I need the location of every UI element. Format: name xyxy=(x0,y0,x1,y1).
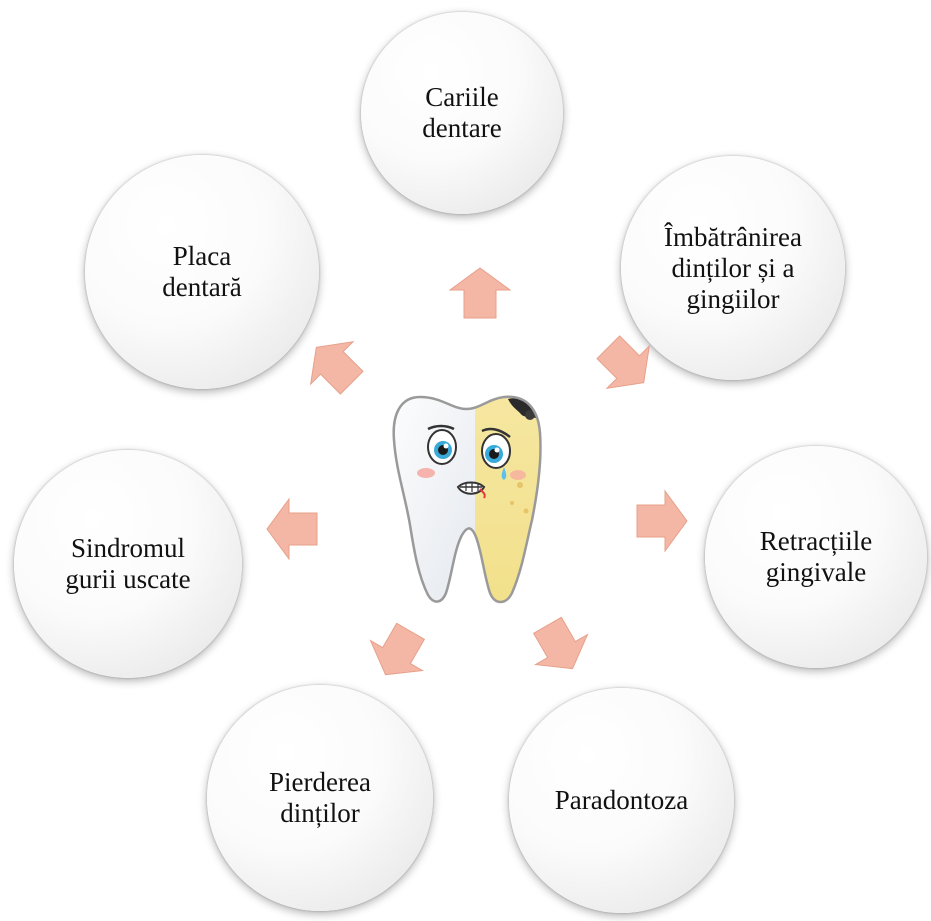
arrow-down-right-icon xyxy=(522,610,599,683)
arrow-down-left-icon xyxy=(360,616,437,689)
node-retractiile-gingivale: Retracțiile gingivale xyxy=(705,446,927,668)
node-label: Cariile dentare xyxy=(422,82,501,144)
node-placa-dentara: Placa dentară xyxy=(85,155,319,389)
arrow-left-icon xyxy=(267,499,317,559)
node-label: Pierderea dinților xyxy=(269,767,371,829)
node-label: Retracțiile gingivale xyxy=(760,526,872,588)
node-pierderea-dintilor: Pierderea dinților xyxy=(207,685,433,911)
arrow-up-icon xyxy=(450,268,510,318)
node-sindromul-gurii-uscate: Sindromul gurii uscate xyxy=(14,450,242,678)
node-cariile-dentare: Cariile dentare xyxy=(361,12,563,214)
node-label: Sindromul gurii uscate xyxy=(65,533,190,595)
arrow-up-left-icon xyxy=(295,326,373,404)
node-imbatranirea: Îmbătrânirea dinților și a gingiilor xyxy=(621,156,845,380)
arrow-right-icon xyxy=(637,491,687,551)
tooth-icon xyxy=(380,385,550,610)
node-label: Paradontoza xyxy=(555,785,688,816)
node-label: Îmbătrânirea dinților și a gingiilor xyxy=(664,222,802,315)
node-label: Placa dentară xyxy=(162,241,241,303)
node-paradontoza: Paradontoza xyxy=(509,688,734,913)
